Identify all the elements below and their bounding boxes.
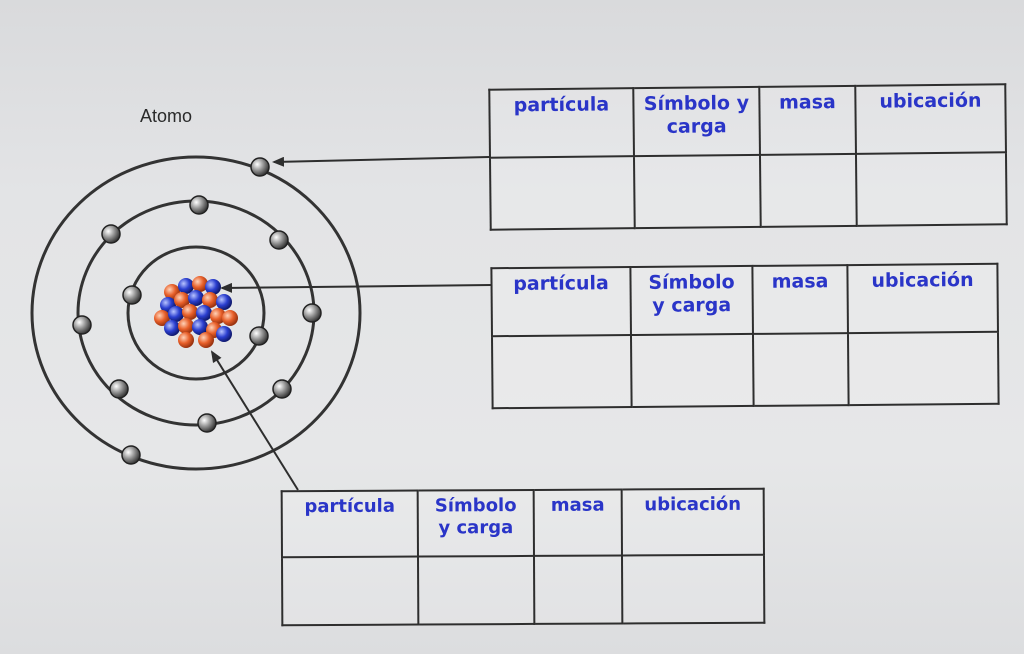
- electron: [197, 413, 217, 433]
- electron: [272, 379, 292, 399]
- electron: [121, 445, 141, 465]
- electrons: [72, 157, 322, 465]
- cell-mass[interactable]: [759, 153, 857, 227]
- electron: [250, 157, 270, 177]
- header-location: ubicación: [855, 84, 1006, 154]
- cell-location[interactable]: [855, 152, 1007, 226]
- orbit-inner: [126, 245, 266, 381]
- neutron: [178, 278, 194, 294]
- proton: [202, 292, 218, 308]
- proton: [210, 308, 226, 324]
- proton: [222, 310, 238, 326]
- cell-particle[interactable]: [489, 156, 635, 230]
- orbit-outer: [30, 155, 362, 471]
- electron: [122, 285, 142, 305]
- proton: [178, 318, 194, 334]
- header-particle: partícula: [491, 266, 631, 337]
- proton: [192, 276, 208, 292]
- electron: [302, 303, 322, 323]
- cell-location[interactable]: [621, 554, 765, 624]
- header-particle: partícula: [281, 490, 418, 558]
- header-mass: masa: [759, 85, 856, 155]
- proton: [198, 332, 214, 348]
- electron: [101, 224, 121, 244]
- cell-symbol-charge[interactable]: [417, 555, 535, 625]
- arrow-to-nucleus-from-bottom: [210, 350, 299, 491]
- arrow-to-nucleus: [220, 282, 492, 293]
- particle-table-nucleus-a: partícula Símbolo y carga masa ubicación: [490, 262, 1000, 410]
- header-symbol-charge: Símbolo y carga: [417, 489, 534, 557]
- neutron: [205, 279, 221, 295]
- arrow-to-electron: [272, 156, 490, 167]
- particle-table-nucleus-b: partícula Símbolo y carga masa ubicación: [280, 487, 766, 627]
- cell-particle[interactable]: [491, 334, 632, 409]
- header-symbol-charge: Símbolo y carga: [633, 86, 760, 157]
- proton: [178, 332, 194, 348]
- neutron: [216, 326, 232, 342]
- neutron: [164, 320, 180, 336]
- header-particle: partícula: [489, 88, 634, 158]
- neutron: [196, 305, 212, 321]
- cell-symbol-charge[interactable]: [630, 333, 754, 407]
- header-mass: masa: [533, 489, 622, 556]
- proton: [182, 304, 198, 320]
- neutron: [216, 294, 232, 310]
- cell-particle[interactable]: [281, 556, 419, 626]
- electron: [109, 379, 129, 399]
- nucleus: [154, 276, 238, 348]
- header-symbol-charge: Símbolo y carga: [630, 265, 753, 335]
- electron: [249, 326, 269, 346]
- proton: [174, 292, 190, 308]
- header-location: ubicación: [621, 488, 764, 556]
- electron: [269, 230, 289, 250]
- header-mass: masa: [752, 265, 848, 334]
- header-location: ubicación: [847, 263, 998, 334]
- cell-mass[interactable]: [752, 333, 849, 406]
- particle-table-electron: partícula Símbolo y carga masa ubicación: [488, 83, 1008, 231]
- neutron: [168, 306, 184, 322]
- cell-symbol-charge[interactable]: [633, 154, 761, 229]
- neutron: [188, 290, 204, 306]
- proton: [154, 310, 170, 326]
- cell-location[interactable]: [847, 331, 999, 406]
- cell-mass[interactable]: [533, 555, 623, 624]
- electron: [189, 195, 209, 215]
- neutron: [192, 319, 208, 335]
- atom-title: Atomo: [140, 106, 193, 126]
- electron: [72, 315, 92, 335]
